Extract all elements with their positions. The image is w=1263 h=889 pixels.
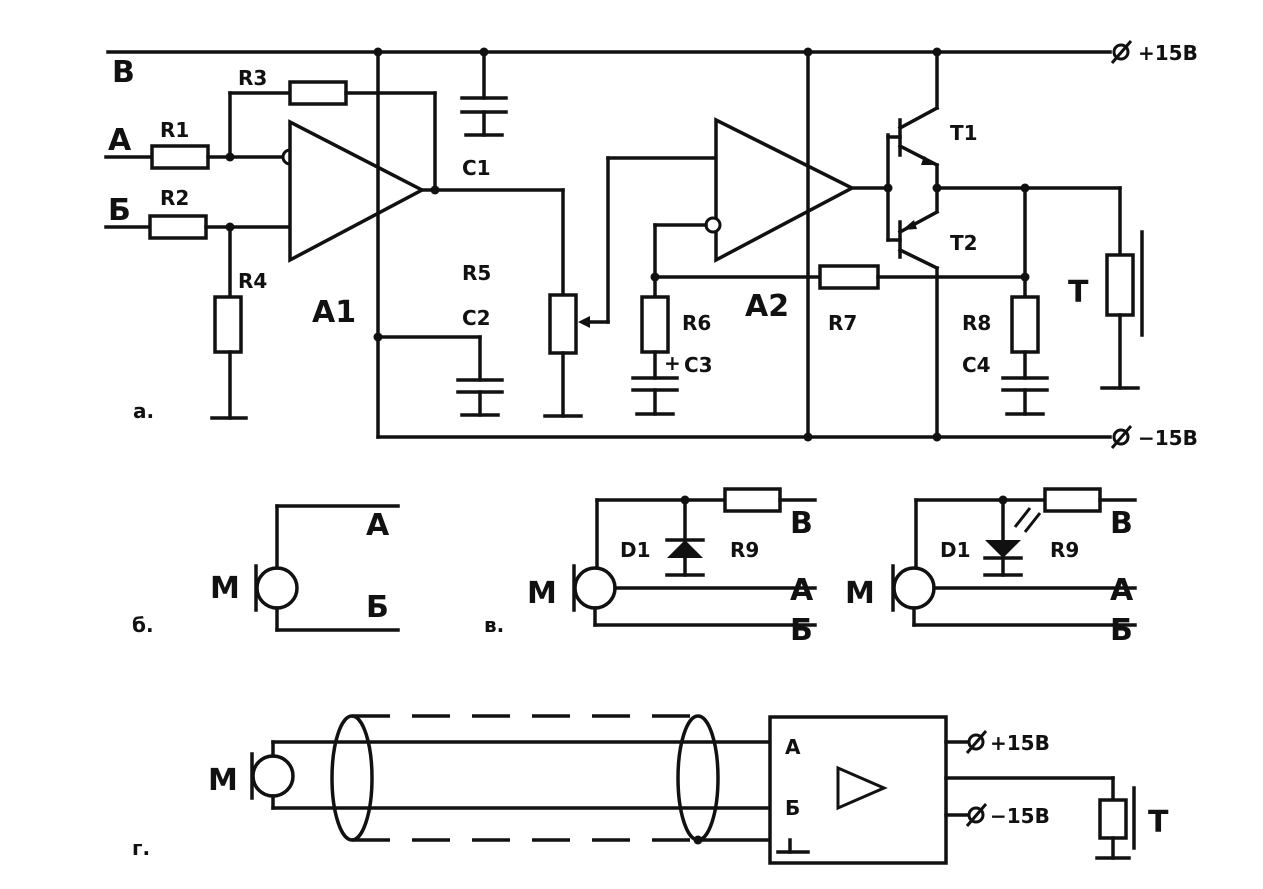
g-phone-label: Т: [1148, 805, 1169, 840]
block-in-b-label: Б: [785, 796, 800, 820]
c3-polarity: +: [664, 351, 681, 375]
input-v-label: В: [112, 55, 135, 90]
resistor-r9: [723, 487, 782, 513]
c1-label: C1: [462, 156, 491, 180]
phone-label: Т: [1068, 275, 1089, 310]
resistor-r7: [818, 264, 880, 290]
resistor-r4: [213, 295, 243, 354]
line-a-label: А: [1110, 573, 1134, 608]
g-supply-pos-label: +15В: [990, 731, 1050, 755]
resistor-r2: [148, 214, 208, 240]
resistor-r3: [288, 80, 348, 106]
microphone-symbol: [573, 566, 617, 610]
zener-diode-d1: [667, 540, 703, 558]
resistor-r1: [150, 144, 210, 170]
potentiometer-r5: [548, 293, 578, 355]
schematic-v2: М D1 R9 В А Б: [845, 487, 1137, 648]
led-d1: [985, 540, 1021, 558]
r9-label: R9: [730, 538, 759, 562]
figure-g-tag: г.: [132, 836, 150, 860]
resistor-r9: [1043, 487, 1102, 513]
r9-label: R9: [1050, 538, 1079, 562]
schematic-g: А Б +15В −15В Т М г.: [132, 714, 1169, 865]
r2-label: R2: [160, 186, 189, 210]
line-a-label: А: [790, 573, 814, 608]
a2-label: A2: [745, 289, 789, 324]
telephone-earpiece: [1098, 798, 1128, 840]
mic-label: М: [208, 763, 238, 798]
g-supply-neg-label: −15В: [990, 804, 1050, 828]
amplifier-icon: [836, 765, 888, 811]
supply-neg-label: −15В: [1138, 426, 1198, 450]
supply-pos-label: +15В: [1138, 41, 1198, 65]
a1-label: A1: [312, 295, 356, 330]
figure-v-tag: в.: [484, 613, 504, 637]
diode-label: D1: [620, 538, 651, 562]
r4-label: R4: [238, 269, 267, 293]
input-a-label: А: [108, 123, 132, 158]
cable-shield-left: [330, 714, 374, 842]
cable-shield-right: [676, 714, 720, 842]
microphone-symbol: [892, 566, 936, 610]
line-b-label: Б: [1110, 613, 1133, 648]
mic-label: М: [210, 571, 240, 606]
input-b-label: Б: [108, 193, 131, 228]
resistor-r8: [1010, 295, 1040, 354]
light-arrow-icon: [1013, 507, 1032, 528]
diode-label: D1: [940, 538, 971, 562]
opamp-a2: [714, 117, 856, 263]
r8-label: R8: [962, 311, 991, 335]
mic-label: М: [845, 576, 875, 611]
telephone-earpiece: [1105, 253, 1135, 317]
r5-label: R5: [462, 261, 491, 285]
r6-label: R6: [682, 311, 711, 335]
r1-label: R1: [160, 118, 189, 142]
resistor-r6: [640, 295, 670, 354]
r3-label: R3: [238, 66, 267, 90]
c4-label: C4: [962, 353, 991, 377]
line-b-label: Б: [790, 613, 813, 648]
c3-label: C3: [684, 353, 713, 377]
microphone-symbol: [251, 754, 295, 798]
c2-label: C2: [462, 306, 491, 330]
schematic-b: М А Б б.: [132, 504, 400, 637]
block-in-a-label: А: [785, 735, 801, 759]
line-b-label: Б: [366, 590, 389, 625]
figure-b-tag: б.: [132, 613, 154, 637]
t2-label: T2: [950, 231, 978, 255]
schematic-a: В А Б R1 R2 R3 R4 A1 C1 R5 C2 R6 + C3 A2…: [104, 40, 1198, 450]
schematic-v: М D1 R9 В А Б в.: [484, 487, 817, 648]
opamp-a1: [288, 119, 426, 263]
r7-label: R7: [828, 311, 857, 335]
line-v-label: В: [1110, 506, 1133, 541]
microphone-symbol: [255, 566, 299, 610]
figure-a-tag: а.: [133, 399, 154, 423]
mic-label: М: [527, 576, 557, 611]
line-a-label: А: [366, 508, 390, 543]
t1-label: T1: [950, 121, 978, 145]
line-v-label: В: [790, 506, 813, 541]
